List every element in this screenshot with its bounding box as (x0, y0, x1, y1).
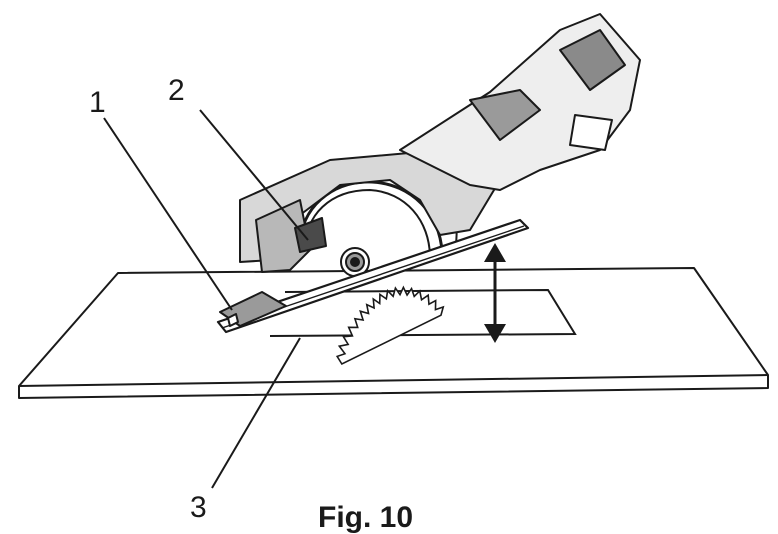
callout-3: 3 (190, 491, 207, 524)
saw-body (216, 13, 641, 334)
saw-blade (335, 285, 445, 366)
callout-1: 1 (89, 86, 106, 119)
figure-caption: Fig. 10 (318, 501, 414, 534)
callout-2: 2 (168, 74, 185, 107)
leader-lines (103, 109, 309, 489)
cut-slot (269, 288, 577, 337)
depth-arrow (484, 243, 506, 343)
